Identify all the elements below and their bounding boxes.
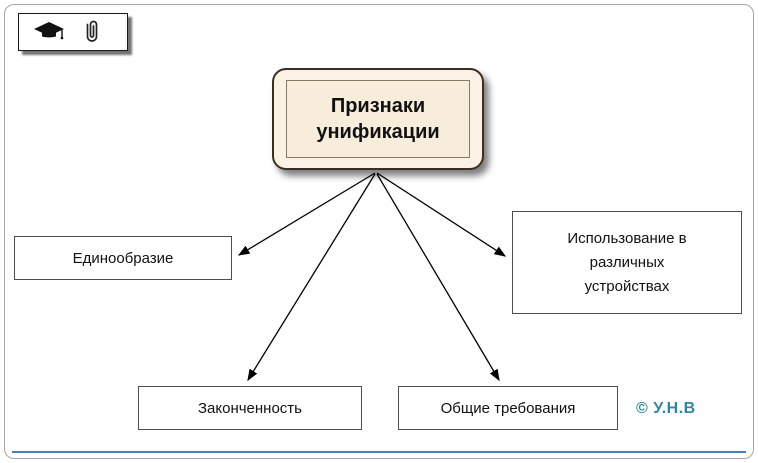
node-obshchie: Общие требования (398, 386, 618, 430)
node-edinoobrazie: Единообразие (14, 236, 232, 280)
graduation-cap-icon[interactable] (33, 21, 65, 43)
node-zakonchennost-label: Законченность (197, 399, 302, 417)
copyright-text: © У.Н.В (636, 400, 696, 417)
page-frame (4, 4, 754, 459)
node-obshchie-label: Общие требования (440, 399, 576, 417)
bottom-accent-line (12, 451, 746, 453)
paperclip-icon[interactable] (83, 19, 101, 45)
node-zakonchennost: Законченность (138, 386, 362, 430)
node-edinoobrazie-label: Единообразие (72, 249, 174, 267)
node-ispolzovanie-line-3: устройствах (584, 277, 670, 295)
node-ispolzovanie-line-2: различных (589, 253, 665, 271)
toolbar (18, 13, 128, 51)
root-node: Признаки унификации (272, 68, 484, 170)
node-ispolzovanie-line-1: Использование в (567, 229, 687, 247)
node-ispolzovanie: Использование в различных устройствах (512, 211, 742, 314)
root-node-label: Признаки унификации (286, 80, 470, 158)
